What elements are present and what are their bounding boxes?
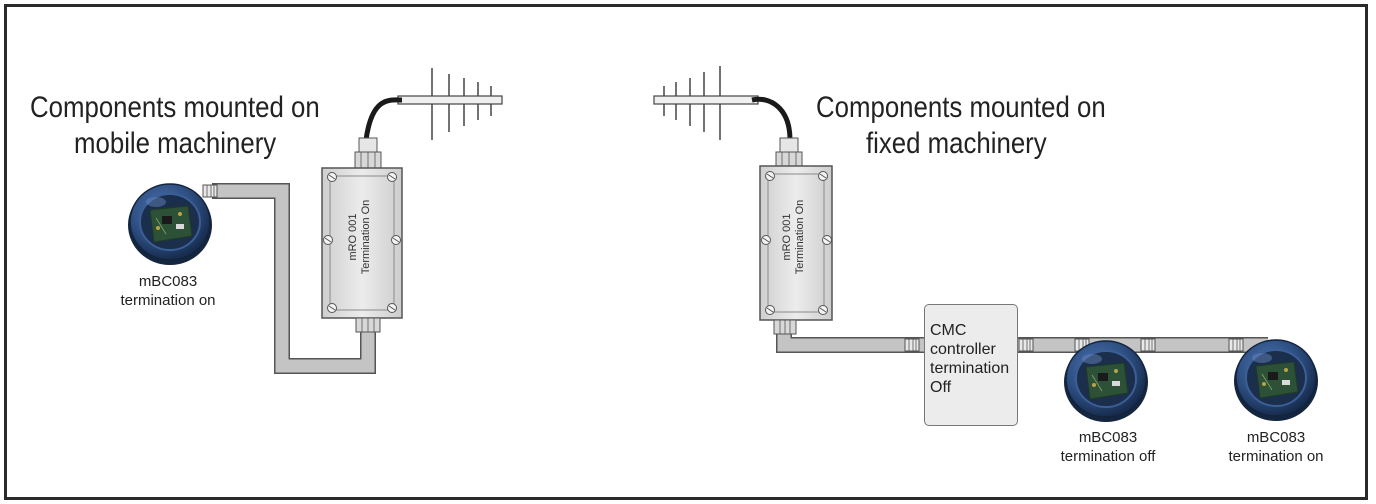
sensor-device-icon	[127, 183, 213, 266]
diagram-frame	[4, 4, 1368, 500]
left-router-label: mRO 001 Termination On	[347, 185, 377, 289]
connector-icon	[202, 184, 218, 198]
cmc-line1: CMC	[930, 322, 967, 339]
left-heading-line1: Components mounted on	[30, 91, 320, 124]
left-cable	[212, 183, 376, 374]
router-box-icon	[759, 137, 833, 335]
right-sensor-1-label: mBC083 termination off	[1046, 428, 1170, 466]
right-sensor-2-label: mBC083 termination on	[1214, 428, 1338, 466]
right-sensor-2-label-line1: mBC083	[1246, 429, 1306, 446]
left-router-label-line1: mRO 001	[347, 213, 359, 261]
left-sensor-label-line2: termination on	[120, 292, 216, 309]
cmc-line3: termination	[930, 360, 1010, 377]
left-heading-line2: mobile machinery	[74, 127, 277, 160]
sensor-device-icon	[1063, 340, 1149, 423]
cmc-controller-box: CMC controller termination Off	[924, 304, 1018, 426]
sensor-device-icon	[1233, 339, 1319, 422]
right-sensor-2-label-line2: termination on	[1228, 448, 1324, 465]
left-heading-2: mobile machinery	[74, 126, 276, 162]
cmc-line2: controller	[930, 341, 996, 358]
right-router-label-line2: Termination On	[794, 199, 806, 275]
connector-icon	[1228, 338, 1244, 352]
connector-icon	[904, 338, 920, 352]
router-box-icon	[321, 137, 403, 333]
right-heading-line1: Components mounted on	[816, 91, 1106, 124]
right-router-label: mRO 001 Termination On	[781, 185, 811, 289]
left-sensor-label: mBC083 termination on	[108, 272, 228, 310]
right-router-label-line1: mRO 001	[781, 213, 793, 261]
right-sensor-1-label-line2: termination off	[1060, 448, 1156, 465]
right-heading: Components mounted on	[816, 90, 1106, 126]
connector-icon	[1018, 338, 1034, 352]
right-heading-line2: fixed machinery	[866, 127, 1047, 160]
left-heading: Components mounted on	[30, 90, 320, 126]
antenna-icon	[653, 66, 793, 141]
right-heading-2: fixed machinery	[866, 126, 1047, 162]
antenna-icon	[363, 68, 503, 141]
left-router-label-line2: Termination On	[360, 199, 372, 275]
right-sensor-1-label-line1: mBC083	[1078, 429, 1138, 446]
left-sensor-label-line1: mBC083	[138, 273, 198, 290]
cmc-line4: Off	[930, 379, 952, 396]
connector-icon	[1140, 338, 1156, 352]
